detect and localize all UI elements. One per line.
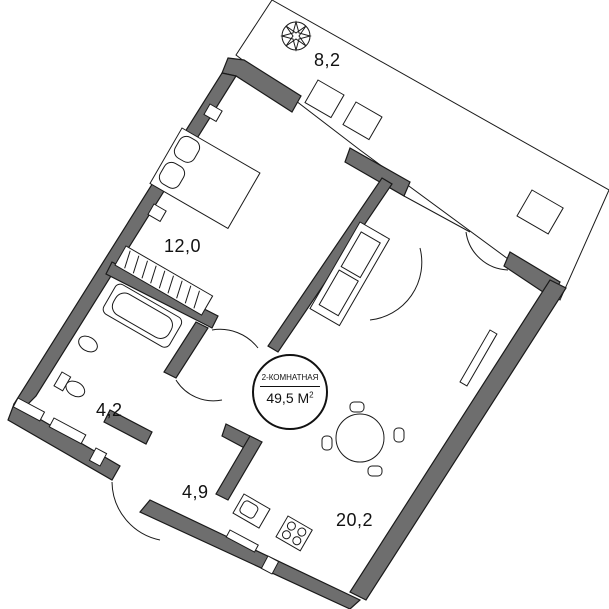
window-bottom-left-2 [48, 417, 87, 445]
apartment-total-area: 49,5 М2 [260, 386, 320, 406]
door-bath [175, 379, 223, 402]
bathtub [102, 283, 183, 348]
total-area-value: 49,5 М [266, 390, 310, 406]
apartment-type: 2-КОМНАТНАЯ [261, 373, 319, 382]
chair [321, 435, 333, 451]
nightstand-1 [203, 103, 223, 123]
room-area-balcony: 8,2 [314, 50, 341, 70]
dining-table [335, 413, 385, 463]
kitchen-sink [232, 493, 271, 529]
chair [367, 465, 383, 477]
chair [349, 401, 365, 413]
window-bottom [225, 529, 259, 553]
rug-arc [369, 247, 423, 321]
armchair [516, 189, 564, 235]
balcony-outline [235, 0, 609, 301]
window-stub [88, 447, 108, 467]
compass-rose-icon [280, 20, 312, 52]
wall-bath-right [163, 321, 209, 379]
wall-right [349, 279, 567, 601]
balcony-chair-1 [304, 79, 345, 119]
wardrobe [114, 245, 214, 316]
toilet [53, 371, 86, 398]
apartment-info-badge: 2-КОМНАТНАЯ 49,5 М2 [252, 354, 328, 430]
room-area-bedroom: 12,0 [164, 236, 202, 256]
balcony-window-line [403, 195, 471, 233]
window-bottom-left [12, 397, 46, 422]
room-area-bathroom: 4,2 [96, 400, 123, 420]
wall-top [221, 57, 302, 113]
wall-bedroom-living [267, 177, 393, 353]
balcony-chair-2 [342, 101, 383, 141]
wall-hall-vert [215, 435, 263, 501]
nightstand-2 [147, 203, 167, 223]
area-unit-superscript: 2 [309, 390, 314, 400]
wall-bottom [139, 499, 362, 609]
tv-unit [459, 329, 498, 387]
sofa [309, 221, 391, 327]
door-entrance [111, 481, 161, 541]
sink [78, 335, 98, 353]
door-balcony [465, 231, 509, 271]
room-area-living-kitchen: 20,2 [336, 510, 374, 530]
window-stub-2 [260, 555, 280, 575]
wall-left [13, 72, 237, 409]
wall-bath-bottom [103, 409, 153, 445]
cooktop [275, 515, 313, 552]
bed [149, 127, 261, 230]
door-bedroom [211, 328, 259, 349]
chair [393, 427, 405, 443]
room-area-hallway: 4,9 [182, 482, 209, 502]
